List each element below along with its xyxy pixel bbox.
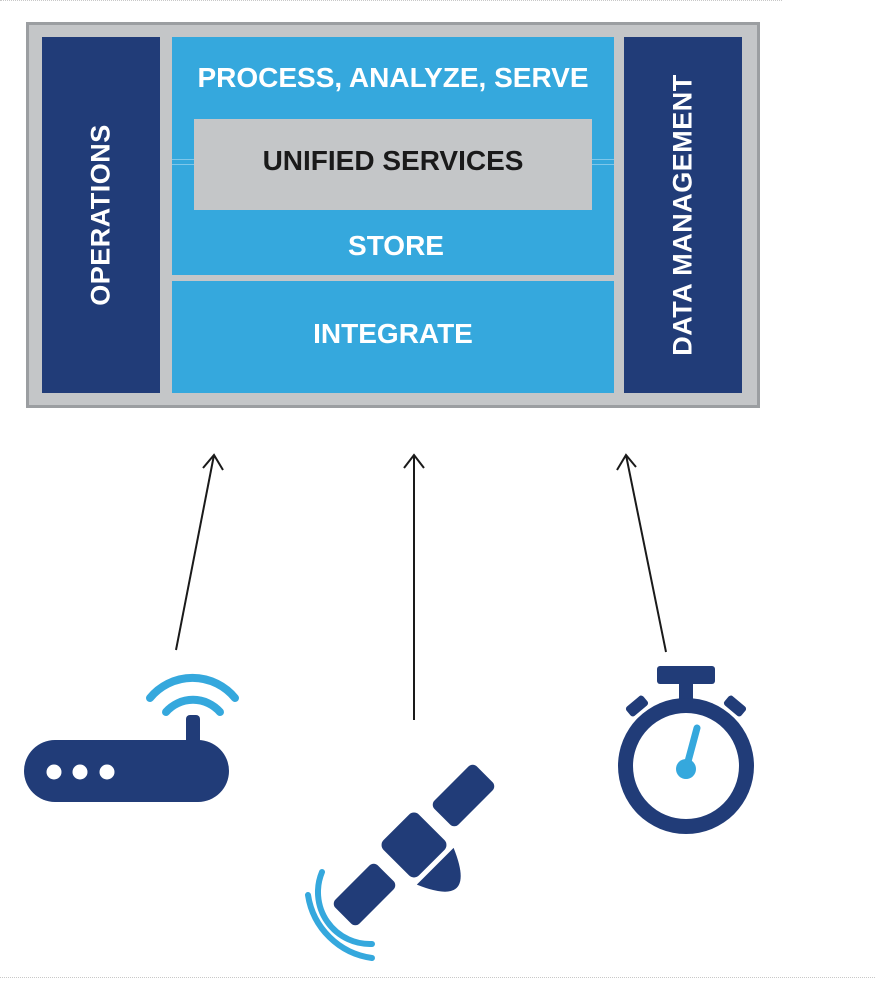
process-analyze-serve-label: PROCESS, ANALYZE, SERVE xyxy=(197,62,589,93)
store-label: STORE xyxy=(348,230,444,261)
stopwatch-icon xyxy=(618,666,754,834)
satellite-signal-icon xyxy=(305,869,375,961)
operations-column: OPERATIONS xyxy=(42,37,160,393)
divider-right-2 xyxy=(592,164,614,165)
divider-left-2 xyxy=(172,164,194,165)
unified-services-label: UNIFIED SERVICES xyxy=(262,145,524,176)
unified-services-box: UNIFIED SERVICES xyxy=(194,119,592,210)
integrate-block xyxy=(172,281,614,393)
bottom-divider xyxy=(0,977,875,978)
wifi-router-icon xyxy=(24,673,239,802)
arrow-router xyxy=(175,453,224,651)
data-management-column: DATA MANAGEMENT xyxy=(624,37,742,393)
satellite-icon xyxy=(333,764,495,926)
divider-right xyxy=(592,159,614,160)
arrow-stopwatch xyxy=(616,453,667,653)
arrow-satellite xyxy=(403,453,425,720)
top-divider xyxy=(0,0,782,1)
divider-left xyxy=(172,159,194,160)
integrate-label: INTEGRATE xyxy=(313,318,473,349)
